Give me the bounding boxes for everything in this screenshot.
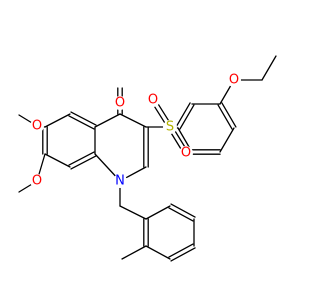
bond-r5-r6 <box>179 104 195 130</box>
bond-ch2-b1 <box>119 205 147 220</box>
atom-label-ethoxy-oxygen: O <box>229 73 239 88</box>
bond-c7-c8 <box>44 153 71 168</box>
bond-r2-r3 <box>219 127 235 153</box>
atom-label-sulfonyl-oxygen-top: O <box>148 93 158 108</box>
bond-b3-b4-second <box>168 243 194 258</box>
atom-label-sulfonyl-oxygen-bottom: O <box>181 146 191 161</box>
atom-carbonyl-oxygen: O <box>113 96 127 111</box>
bond-r1-r2 <box>217 104 233 130</box>
atom-layer: O O O S O O O <box>30 73 241 189</box>
bond-r5-r6-second <box>175 102 191 128</box>
atom-ethoxy-oxygen: O <box>227 73 241 88</box>
bond-c4a-c5 <box>70 111 97 126</box>
bond-b2-me <box>121 245 147 260</box>
bond-b5-b6 <box>170 203 196 218</box>
bond-b6-b1 <box>145 205 171 220</box>
atom-label-nitrogen: N <box>115 174 125 189</box>
atom-sulfonyl-oxygen-top: O <box>146 93 160 108</box>
bond-b2-b3 <box>145 245 171 260</box>
bond-et1-et2 <box>261 55 277 81</box>
bond-c4a-c5-second <box>68 115 95 130</box>
bond-c3-c4 <box>119 113 147 128</box>
atom-label-carbonyl-oxygen: O <box>115 96 125 111</box>
atom-nitrogen: N <box>113 174 127 189</box>
atom-label-methoxy-oxygen-6: O <box>32 119 42 134</box>
bond-c8-c8a <box>70 155 97 170</box>
atom-sulfonyl-oxygen-bottom: O <box>179 146 193 161</box>
atom-label-methoxy-oxygen-7: O <box>32 174 42 189</box>
molecule-canvas: O O O S O O O <box>18 55 277 262</box>
atom-sulfur: S <box>163 120 177 135</box>
bond-c4-c4a <box>94 113 121 128</box>
bond-c8-c8a-second <box>68 151 95 166</box>
molecule-structure: O O O S O O O <box>18 55 277 262</box>
bond-c5-c6 <box>44 113 71 128</box>
bond-r1-r2-second <box>221 102 237 128</box>
atom-methoxy-oxygen-6: O <box>30 119 44 134</box>
bond-b5-b6-second <box>168 207 194 222</box>
atom-methoxy-oxygen-7: O <box>30 174 44 189</box>
bond-b3-b4 <box>170 247 196 262</box>
atom-label-sulfur: S <box>166 120 174 135</box>
